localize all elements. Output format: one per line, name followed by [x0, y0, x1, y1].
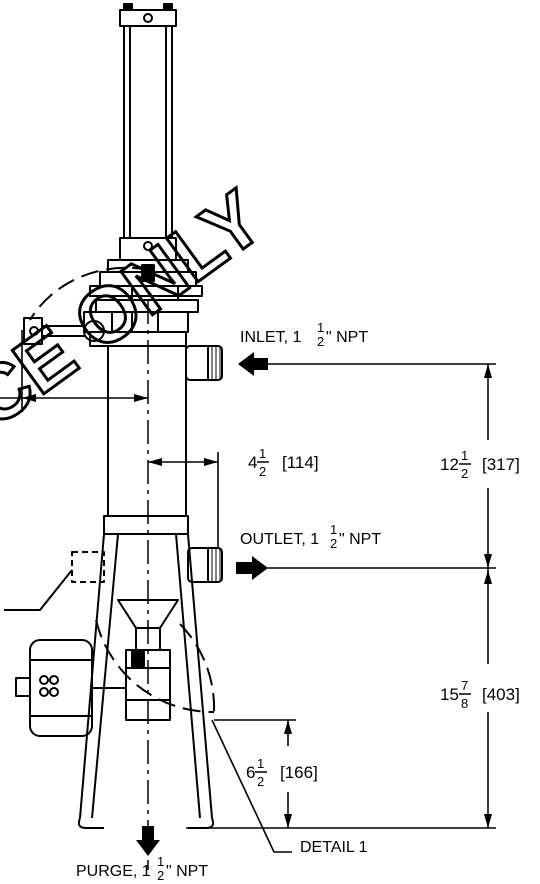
dim-15-metric: [403] — [482, 685, 520, 704]
watermark-text: CE ONLY — [0, 173, 279, 444]
inlet-label: INLET, 1 1 2 " NPT — [240, 320, 368, 349]
dim-15-whole: 15 — [440, 685, 459, 704]
dim-4-num: 1 — [259, 446, 266, 461]
dim-12-whole: 12 — [440, 455, 459, 474]
valve-bonnet — [23, 271, 203, 347]
detail-leader — [4, 569, 73, 611]
purge-label-den: 2 — [157, 868, 164, 883]
dim-4-den: 2 — [259, 464, 266, 479]
dimension-arrowheads — [22, 364, 492, 828]
dimension-12-1-2: 12 1 2 [317] — [440, 448, 520, 481]
purge-label-main: PURGE, 1 — [76, 863, 151, 880]
dim-6-den: 2 — [257, 774, 264, 789]
detail-label: DETAIL 1 — [300, 839, 368, 856]
inlet-label-main: INLET, 1 — [240, 329, 301, 346]
dim-15-num: 7 — [461, 678, 468, 693]
dimension-15-7-8: 15 7 8 [403] — [440, 678, 520, 711]
detail-circle-upper — [29, 266, 151, 321]
dim-12-den: 2 — [461, 466, 468, 481]
inlet-label-den: 2 — [317, 334, 324, 349]
dimension-6-1-2: 6 1 2 [166] — [246, 756, 318, 789]
purge-label: PURGE, 1 1 2 " NPT — [76, 854, 208, 883]
outlet-label-tail: " NPT — [339, 531, 381, 548]
dim-4-metric: [114] — [282, 453, 319, 472]
purge-label-tail: " NPT — [166, 863, 208, 880]
outlet-label-main: OUTLET, 1 — [240, 531, 319, 548]
purge-label-num: 1 — [157, 854, 164, 869]
flow-arrows — [136, 352, 268, 856]
outlet-label: OUTLET, 1 1 2 " NPT — [240, 522, 381, 551]
dim-12-metric: [317] — [482, 455, 520, 474]
main-tube — [107, 346, 187, 516]
lower-body — [77, 515, 215, 829]
outlet-label-den: 2 — [330, 536, 337, 551]
dim-6-metric: [166] — [280, 763, 318, 782]
outlet-port — [71, 547, 223, 583]
inlet-label-num: 1 — [317, 320, 324, 335]
outlet-label-num: 1 — [330, 522, 337, 537]
dim-4-whole: 4 — [248, 453, 257, 472]
dim-12-num: 1 — [461, 448, 468, 463]
dim-15-den: 8 — [461, 696, 468, 711]
dim-6-whole: 6 — [246, 763, 255, 782]
dimension-4-1-2: 4 1 2 [114] — [248, 446, 319, 479]
inlet-port — [185, 345, 223, 381]
detail-circle-lower — [95, 619, 215, 714]
inlet-label-tail: " NPT — [326, 329, 368, 346]
purge-actuator — [15, 639, 126, 737]
dim-6-num: 1 — [257, 756, 264, 771]
